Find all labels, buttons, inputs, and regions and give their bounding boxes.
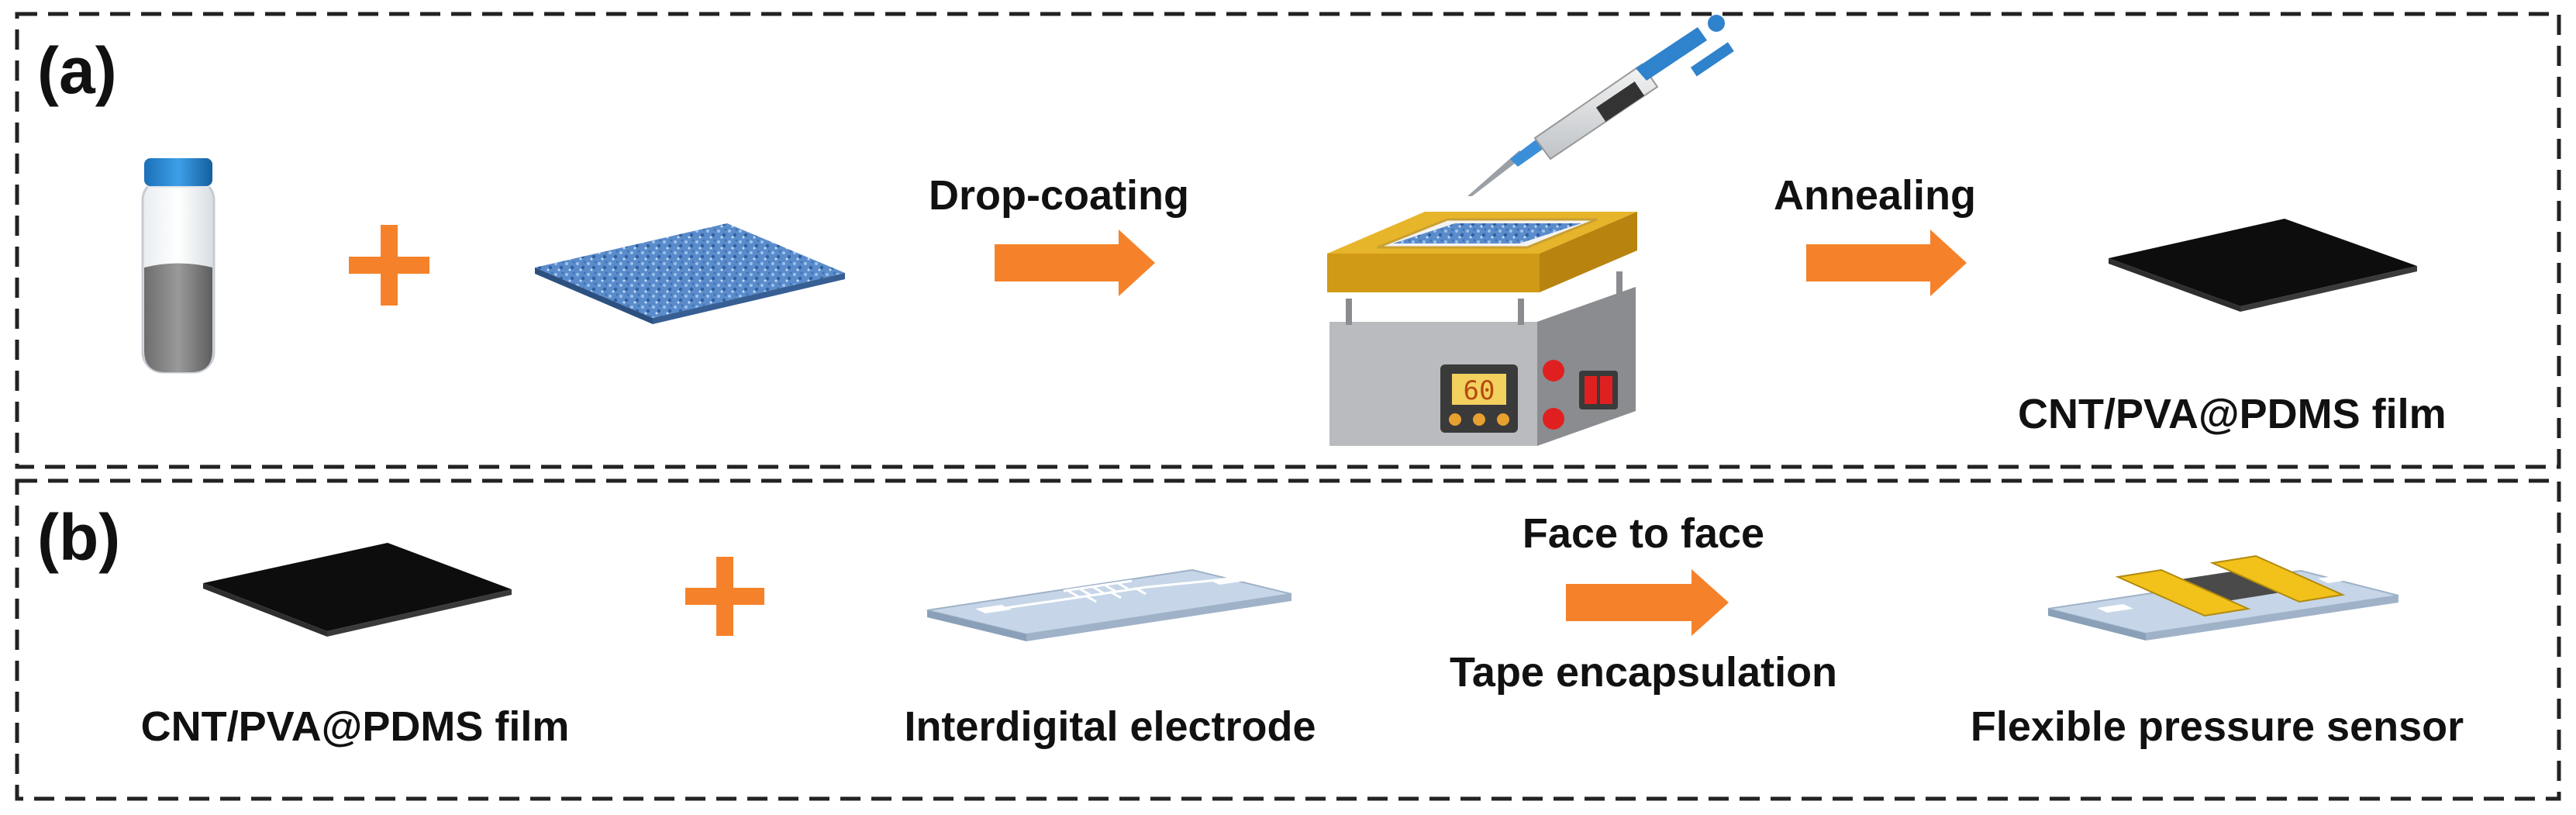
plus-icon (685, 557, 764, 636)
vial-icon (141, 158, 216, 374)
electrode-icon (926, 568, 1292, 641)
electrode-label: Interdigital electrode (904, 703, 1316, 750)
sensor-icon (2047, 554, 2399, 641)
black-film-icon (2109, 219, 2417, 312)
sensor-label: Flexible pressure sensor (1971, 703, 2464, 750)
film-label: CNT/PVA@PDMS film (2018, 391, 2447, 437)
panel-a-label: (a) (37, 34, 117, 107)
arrow-label-face-to-face: Face to face (1522, 510, 1764, 557)
black-film-icon (203, 543, 512, 637)
panel-b-frame (15, 478, 2561, 801)
hot-plate-icon: 60 (1327, 212, 1637, 446)
arrow-icon (1806, 230, 1967, 296)
blue-substrate-icon (535, 223, 845, 324)
hot-plate-display-value: 60 (1464, 375, 1495, 406)
pipette-icon (1467, 15, 1734, 196)
arrow-icon (1566, 569, 1729, 636)
plus-icon (349, 225, 429, 306)
arrow-label-annealing: Annealing (1774, 172, 1976, 219)
arrow-icon (995, 230, 1155, 296)
arrow-label-drop-coating: Drop-coating (929, 172, 1189, 219)
film-label: CNT/PVA@PDMS film (141, 703, 570, 750)
arrow-label-tape-encapsulation: Tape encapsulation (1450, 649, 1837, 696)
panel-a-frame (15, 12, 2561, 469)
panel-b-label: (b) (37, 501, 120, 574)
